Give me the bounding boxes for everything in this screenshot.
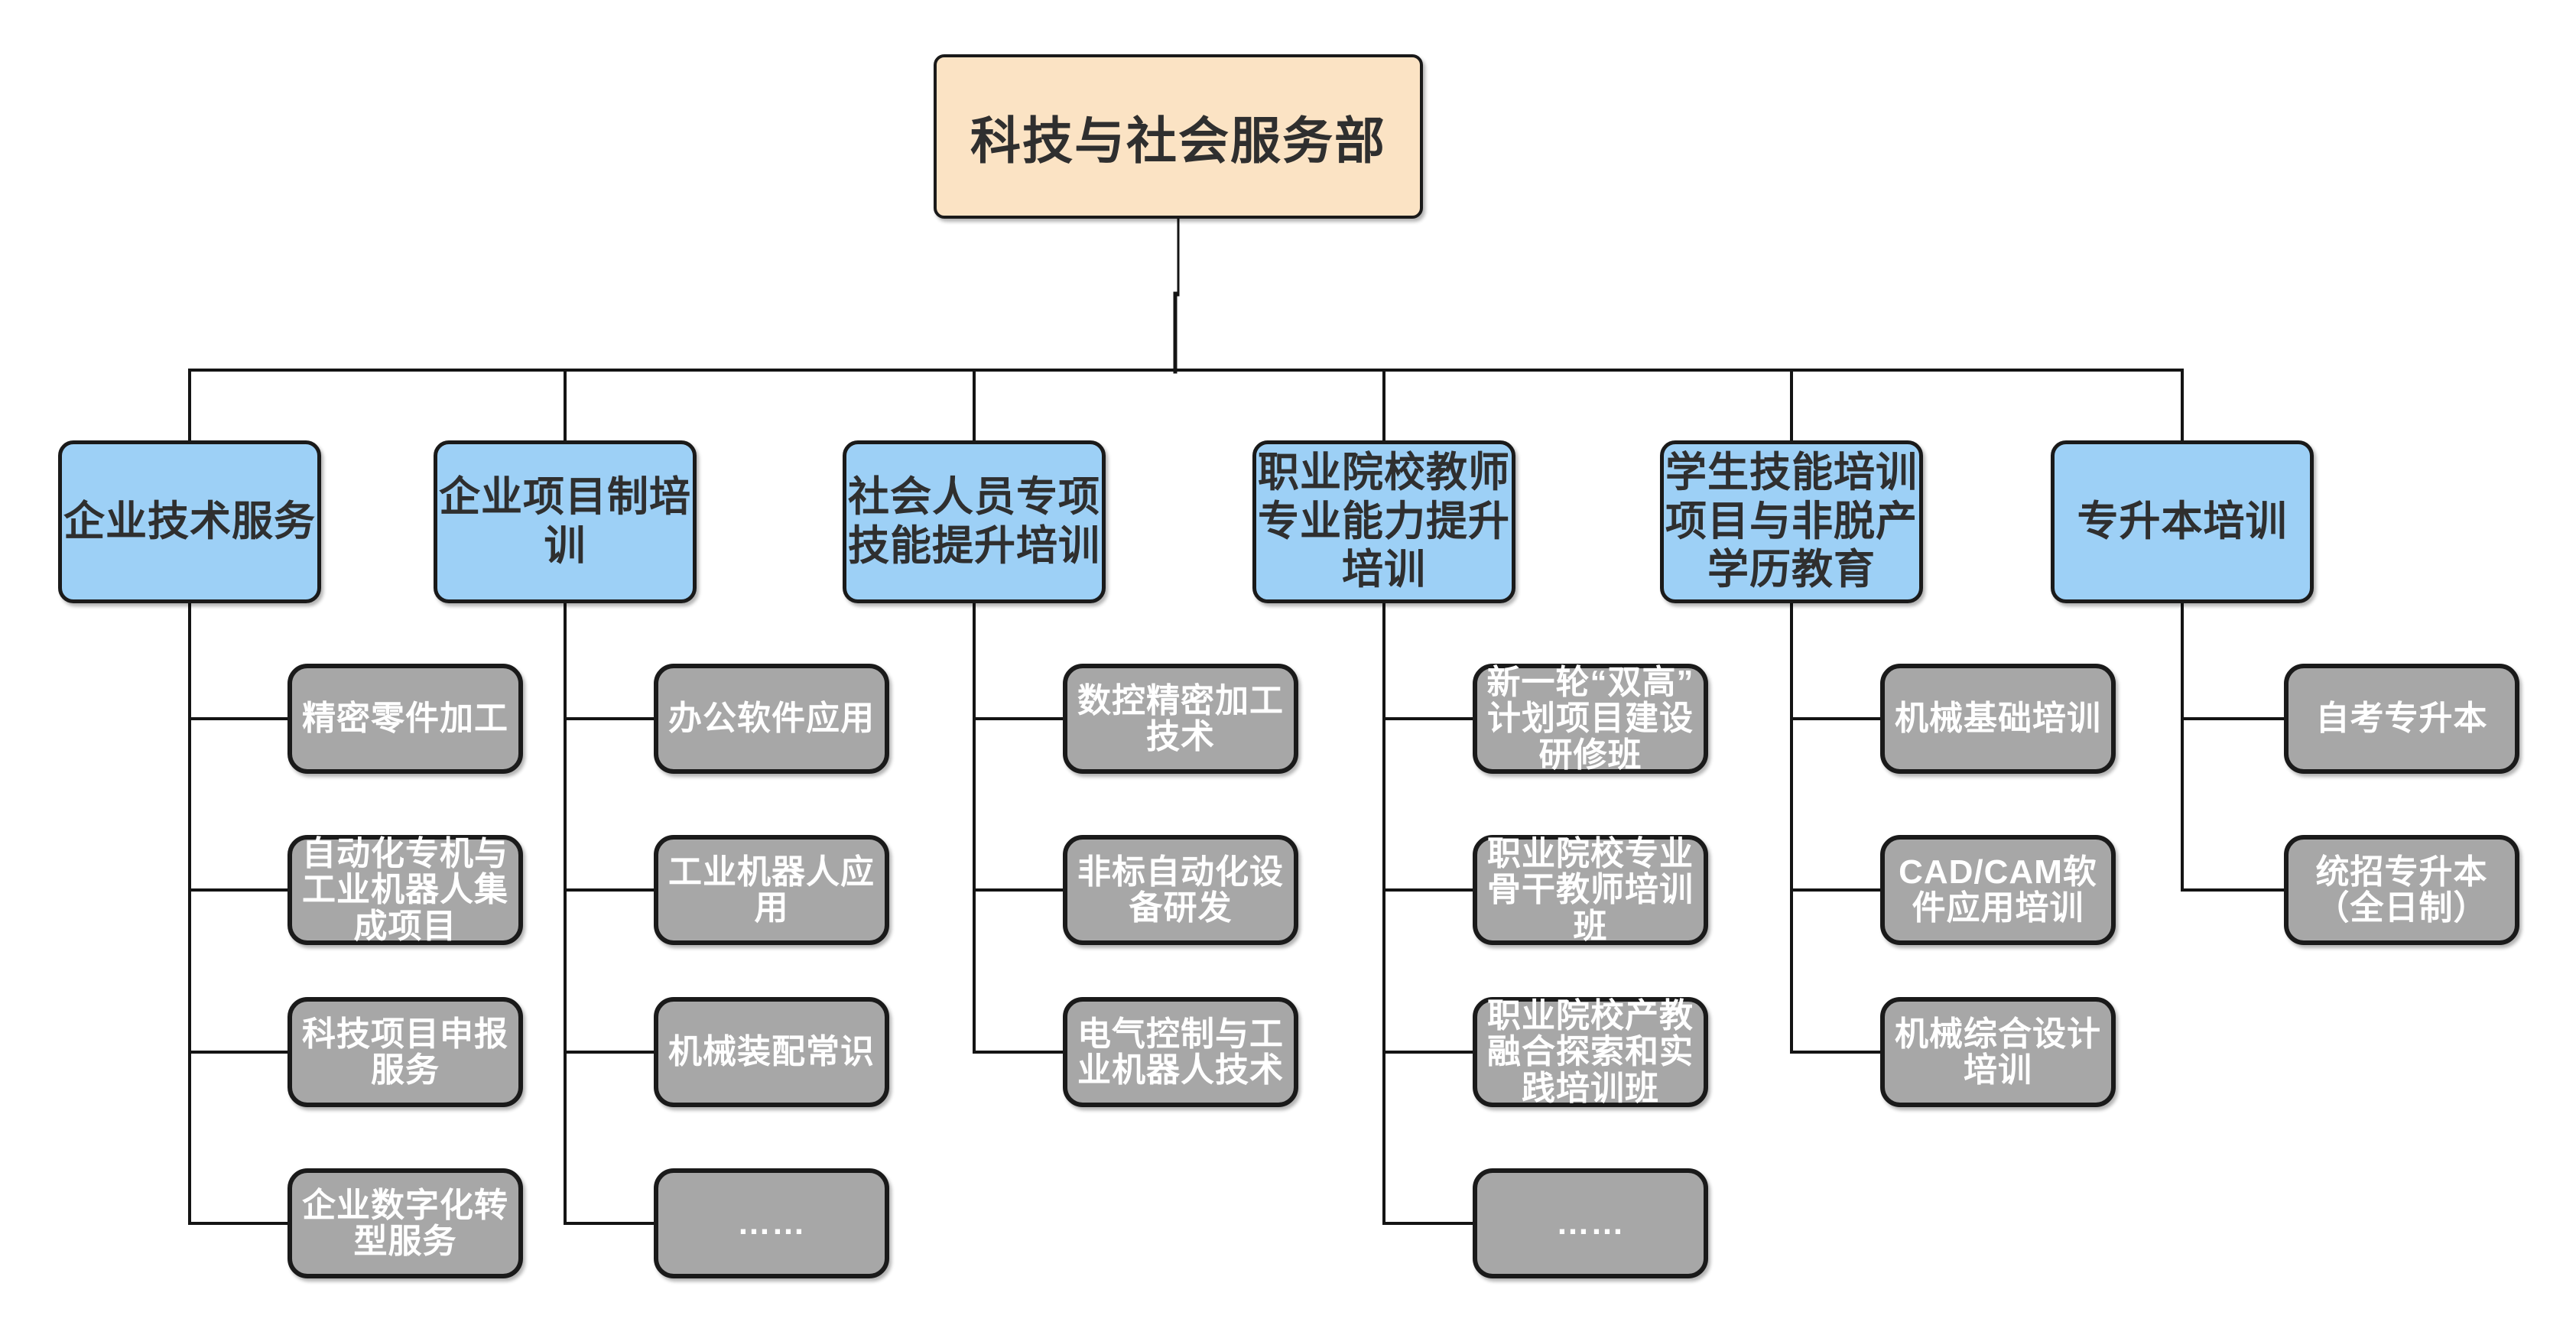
child-node-4-3: 职业院校产教 融合探索和实 践培训班 bbox=[1473, 997, 1708, 1107]
child-node-5-3: 机械综合设计 培训 bbox=[1880, 997, 2116, 1107]
child-node-2-2: 工业机器人应 用 bbox=[654, 835, 889, 945]
branch-node-2: 企业项目制培 训 bbox=[434, 440, 697, 603]
child-node-3-1: 数控精密加工 技术 bbox=[1063, 664, 1298, 774]
child-node-6-2: 统招专升本 （全日制） bbox=[2284, 835, 2519, 945]
child-node-2-1: 办公软件应用 bbox=[654, 664, 889, 774]
child-node-3-2: 非标自动化设 备研发 bbox=[1063, 835, 1298, 945]
branch-node-5: 学生技能培训 项目与非脱产 学历教育 bbox=[1660, 440, 1923, 603]
child-node-6-1: 自考专升本 bbox=[2284, 664, 2519, 774]
child-node-5-2: CAD/CAM软 件应用培训 bbox=[1880, 835, 2116, 945]
branch-node-6: 专升本培训 bbox=[2051, 440, 2314, 603]
branch-node-1: 企业技术服务 bbox=[58, 440, 321, 603]
child-node-5-1: 机械基础培训 bbox=[1880, 664, 2116, 774]
child-node-1-3: 科技项目申报 服务 bbox=[287, 997, 523, 1107]
child-node-2-3: 机械装配常识 bbox=[654, 997, 889, 1107]
child-node-3-3: 电气控制与工 业机器人技术 bbox=[1063, 997, 1298, 1107]
branch-node-3: 社会人员专项 技能提升培训 bbox=[843, 440, 1106, 603]
child-node-4-2: 职业院校专业 骨干教师培训 班 bbox=[1473, 835, 1708, 945]
root-node: 科技与社会服务部 bbox=[934, 54, 1423, 219]
child-node-4-4: …… bbox=[1473, 1168, 1708, 1278]
child-node-2-4: …… bbox=[654, 1168, 889, 1278]
branch-node-4: 职业院校教师 专业能力提升 培训 bbox=[1252, 440, 1515, 603]
child-node-1-2: 自动化专机与 工业机器人集 成项目 bbox=[287, 835, 523, 945]
child-node-4-1: 新一轮“双高” 计划项目建设 研修班 bbox=[1473, 664, 1708, 774]
child-node-1-1: 精密零件加工 bbox=[287, 664, 523, 774]
child-node-1-4: 企业数字化转 型服务 bbox=[287, 1168, 523, 1278]
